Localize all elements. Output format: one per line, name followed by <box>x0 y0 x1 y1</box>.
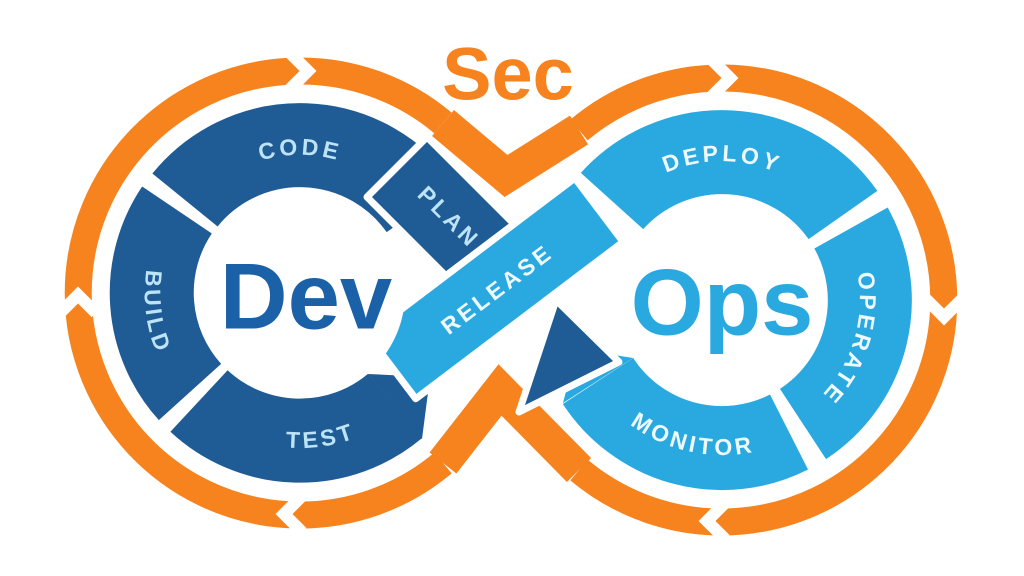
ops-inner-circle <box>617 195 827 405</box>
dev-segment-test <box>170 369 422 483</box>
arrow-notch-right-top-icon <box>707 55 739 101</box>
dark-arrowhead-icon <box>515 296 623 416</box>
ops-segment-operate <box>778 207 912 460</box>
arrow-notch-right-bottom-icon <box>698 498 730 544</box>
sec-title: Sec <box>442 33 574 116</box>
release-ribbon <box>363 174 627 403</box>
arrow-notch-right-side-icon <box>921 294 967 326</box>
release-ribbon-band <box>363 174 627 403</box>
orange-infinity-loop <box>55 48 967 544</box>
ops-segment-monitor <box>562 357 809 491</box>
dev-inner-circle <box>195 188 405 398</box>
arrow-notch-left-top-icon <box>285 48 317 94</box>
arrow-notch-left-side-icon <box>55 286 101 318</box>
ops-segment-deploy <box>580 110 878 241</box>
top-crossing-band <box>432 109 589 198</box>
arrow-notch-left-bottom-icon <box>275 491 307 537</box>
ops-title: Ops <box>631 250 814 355</box>
dev-title: Dev <box>220 244 392 349</box>
dev-segment-build <box>109 186 222 421</box>
bottom-crossing-band <box>429 364 592 482</box>
